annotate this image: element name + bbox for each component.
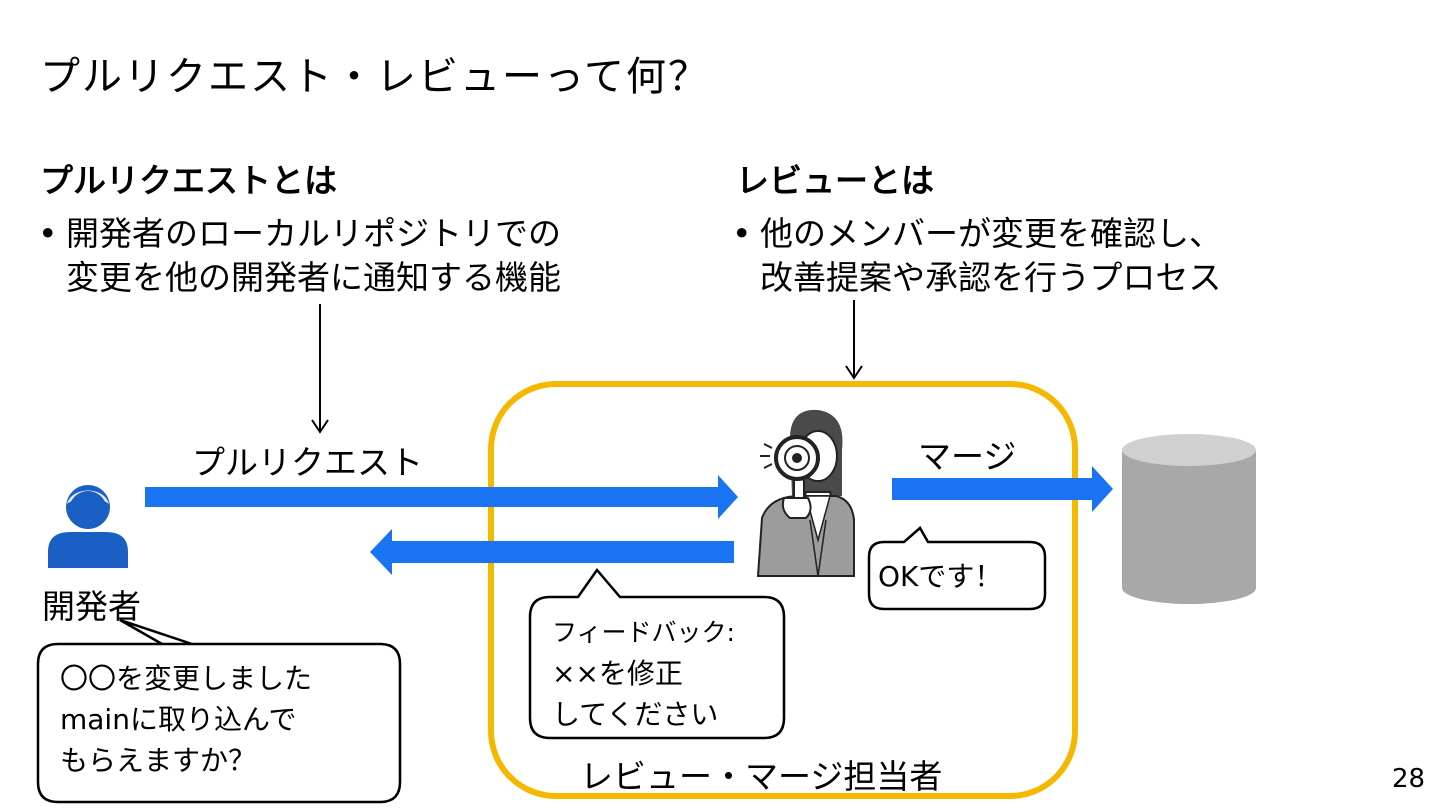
ok-speech-bubble	[867, 526, 1047, 611]
pull-request-arrow-label: プルリクエスト	[192, 443, 423, 482]
pull-request-arrow	[145, 475, 738, 519]
developer-bubble-line: 〇〇を変更しました	[60, 662, 313, 695]
pull-request-pointer-arrow	[311, 304, 329, 434]
pull-request-description-line-1: 開発者のローカルリポジトリでの	[66, 214, 561, 253]
reviewer-label: レビュー・マージ担当者	[580, 757, 943, 796]
developer-label: 開発者	[42, 587, 141, 626]
developer-bubble-line: mainに取り込んで	[60, 703, 297, 736]
feedback-bubble-line: してください	[552, 698, 719, 731]
review-description: • 他のメンバーが変更を確認し、 改善提案や承認を行うプロセス	[732, 212, 1222, 300]
ok-bubble-text: OKです！	[878, 560, 1003, 593]
developer-bubble-line: もらえますか？	[60, 744, 257, 777]
review-pointer-arrow	[845, 300, 863, 380]
reviewer-frame	[488, 381, 1078, 799]
reviewer-magnifier-icon	[756, 409, 855, 577]
bullet-marker: •	[732, 214, 752, 253]
pull-request-heading: プルリクエストとは	[40, 161, 337, 200]
feedback-bubble-line: フィードバック:	[552, 618, 735, 647]
review-heading: レビューとは	[736, 161, 934, 200]
developer-bubble-text: 〇〇を変更しました mainに取り込んで もらえますか？	[60, 658, 312, 781]
developer-speech-bubble	[36, 618, 402, 804]
slide-title: プルリクエスト・レビューって何？	[40, 54, 710, 100]
bullet-marker: •	[38, 214, 58, 253]
feedback-speech-bubble	[528, 567, 786, 740]
review-description-line-2: 改善提案や承認を行うプロセス	[760, 258, 1222, 297]
pull-request-description: • 開発者のローカルリポジトリでの 変更を他の開発者に通知する機能	[38, 212, 561, 300]
person-icon	[48, 485, 128, 568]
pull-request-description-line-2: 変更を他の開発者に通知する機能	[66, 258, 561, 297]
feedback-arrow	[370, 529, 734, 575]
review-description-line-1: 他のメンバーが変更を確認し、	[760, 214, 1222, 253]
page-number: 28	[1392, 764, 1426, 794]
merge-arrow-label: マージ	[918, 437, 1017, 476]
feedback-bubble-text: フィードバック: ××を修正 してください	[552, 612, 735, 735]
feedback-bubble-line: ××を修正	[552, 657, 683, 690]
merge-arrow	[892, 466, 1113, 512]
database-cylinder-icon	[1122, 434, 1256, 604]
